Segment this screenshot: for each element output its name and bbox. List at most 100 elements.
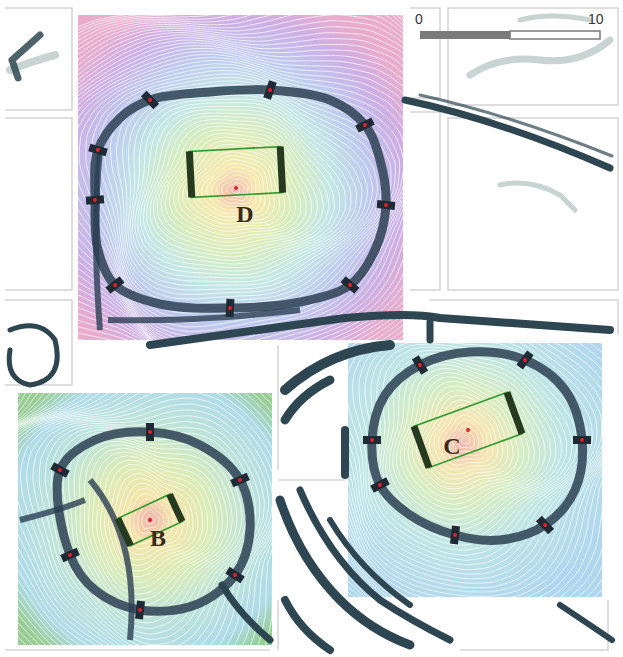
contour-line bbox=[78, 54, 403, 336]
post-mark bbox=[355, 117, 375, 132]
contour-line bbox=[138, 106, 351, 271]
post-mark bbox=[263, 80, 276, 100]
contour-line bbox=[18, 393, 272, 645]
contour-line bbox=[348, 343, 602, 583]
building-outline bbox=[411, 391, 526, 469]
wall-segment bbox=[96, 150, 300, 330]
contour-line bbox=[18, 393, 272, 645]
contour-line bbox=[78, 27, 403, 340]
contour-line bbox=[169, 137, 300, 239]
contour-line bbox=[78, 15, 403, 340]
contour-line bbox=[18, 393, 272, 645]
contour-line bbox=[348, 343, 602, 597]
contour-line bbox=[84, 445, 227, 606]
site-letter: B bbox=[150, 526, 166, 550]
contour-line bbox=[348, 343, 602, 597]
scale-number: 0 bbox=[415, 12, 423, 26]
contour-line bbox=[80, 441, 233, 611]
contour-line bbox=[353, 343, 597, 565]
contour-line bbox=[348, 343, 602, 597]
contour-line bbox=[348, 343, 602, 597]
contour-line bbox=[348, 343, 602, 597]
contour-line bbox=[117, 84, 383, 294]
contour-line bbox=[18, 393, 272, 645]
contour-line bbox=[18, 393, 272, 645]
contour-line bbox=[130, 95, 367, 281]
contour-line bbox=[78, 57, 403, 331]
block-outlines bbox=[5, 8, 618, 650]
building-outline bbox=[186, 146, 286, 197]
post-mark bbox=[341, 276, 360, 294]
contour-line bbox=[348, 343, 602, 597]
contour-line bbox=[92, 71, 400, 313]
walls bbox=[9, 35, 612, 650]
enclosure-wall bbox=[372, 352, 583, 541]
scale-number: 10 bbox=[588, 12, 604, 26]
post-mark bbox=[50, 462, 70, 478]
contour-line bbox=[18, 393, 272, 645]
contour-line bbox=[18, 393, 272, 645]
contour-line bbox=[18, 393, 272, 645]
post-mark bbox=[363, 436, 381, 444]
contour-line bbox=[18, 393, 272, 645]
scale-bar bbox=[420, 31, 600, 39]
contour-line bbox=[421, 390, 513, 484]
contour-line bbox=[348, 343, 602, 588]
contour-line bbox=[78, 40, 403, 340]
contour-line bbox=[462, 435, 470, 443]
site-surface bbox=[18, 393, 272, 645]
contour-line bbox=[165, 133, 306, 242]
post-mark bbox=[370, 477, 390, 492]
post-mark bbox=[135, 601, 145, 620]
contour-line bbox=[348, 343, 602, 597]
contour-line bbox=[217, 175, 252, 204]
post-mark bbox=[146, 423, 154, 441]
contour-line bbox=[348, 343, 602, 597]
contour-line bbox=[18, 393, 272, 645]
site-surface bbox=[78, 15, 403, 340]
post-mark bbox=[60, 548, 80, 563]
contour-line bbox=[33, 410, 269, 645]
contour-line bbox=[348, 343, 602, 597]
contour-line bbox=[18, 393, 272, 645]
contour-line bbox=[348, 343, 602, 597]
contour-line bbox=[18, 393, 272, 645]
contour-line bbox=[78, 15, 403, 340]
post-mark bbox=[536, 516, 554, 535]
contour-line bbox=[18, 393, 272, 645]
contour-line bbox=[78, 37, 403, 340]
post-mark bbox=[226, 299, 235, 317]
contour-line bbox=[348, 343, 602, 597]
contour-line bbox=[348, 343, 602, 592]
contour-line bbox=[408, 377, 529, 499]
contour-line bbox=[39, 416, 264, 645]
contour-line bbox=[18, 393, 272, 645]
contour-line bbox=[18, 393, 272, 645]
post-mark bbox=[105, 276, 124, 293]
contour-line bbox=[79, 64, 403, 323]
contour-line bbox=[18, 393, 272, 645]
contour-line bbox=[18, 393, 272, 645]
site-surface bbox=[348, 343, 602, 597]
contour-line bbox=[78, 15, 403, 340]
contour-line bbox=[78, 48, 403, 340]
contour-line bbox=[78, 60, 403, 326]
contour-line bbox=[86, 67, 403, 317]
contour-line bbox=[92, 452, 217, 594]
contour-line bbox=[78, 43, 403, 340]
post-mark bbox=[141, 91, 159, 110]
contour-line bbox=[348, 343, 602, 597]
contour-line bbox=[78, 33, 403, 340]
post-mark bbox=[450, 526, 460, 545]
contour-line bbox=[135, 103, 357, 275]
contour-line bbox=[386, 353, 561, 529]
contour-line bbox=[365, 343, 588, 555]
post-mark bbox=[86, 195, 105, 204]
contour-line bbox=[78, 46, 403, 340]
post-mark bbox=[230, 473, 250, 488]
contour-line bbox=[202, 163, 265, 214]
contour-line bbox=[78, 15, 403, 340]
contour-line bbox=[51, 427, 255, 639]
contour-line bbox=[348, 343, 602, 597]
